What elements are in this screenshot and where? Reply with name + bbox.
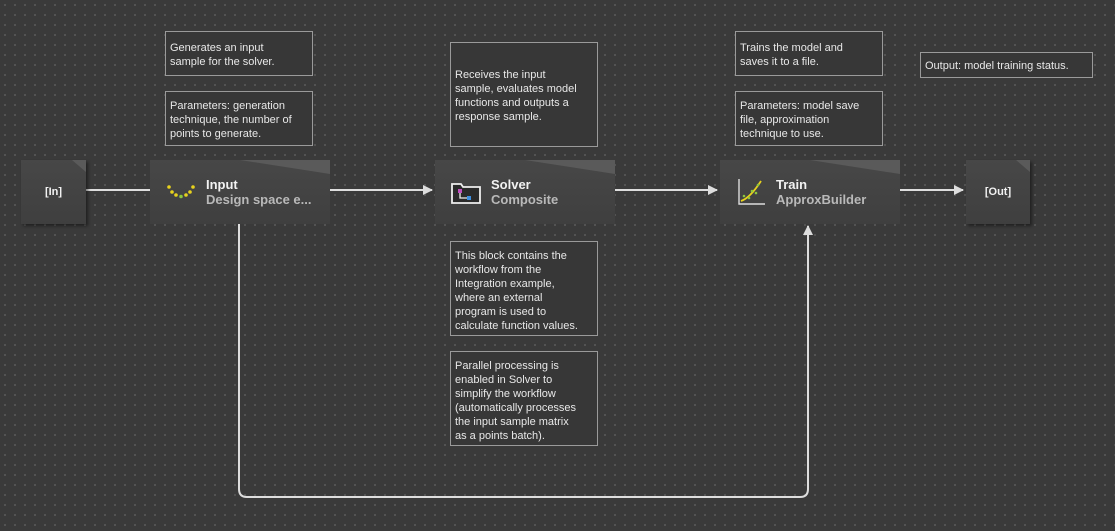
note-train-description[interactable]: Trains the model and saves it to a file. (735, 31, 883, 76)
composite-folder-icon (449, 176, 483, 208)
train-block-subtitle: ApproxBuilder (776, 192, 867, 207)
input-port-label: [In] (44, 186, 63, 198)
solver-block-title: Solver (491, 177, 531, 192)
train-block-title: Train (776, 177, 808, 192)
input-block[interactable]: Input Design space e... (150, 160, 330, 224)
scatter-fit-icon (734, 176, 768, 208)
note-solver-contents[interactable]: This block contains the workflow from th… (450, 241, 598, 336)
train-block[interactable]: Train ApproxBuilder (720, 160, 900, 224)
input-port-block[interactable]: [In] (21, 160, 86, 224)
note-output-description[interactable]: Output: model training status. (920, 52, 1093, 78)
note-train-parameters[interactable]: Parameters: model save file, approximati… (735, 91, 883, 146)
note-solver-description[interactable]: Receives the input sample, evaluates mod… (450, 42, 598, 147)
link-input-to-train[interactable] (238, 224, 813, 498)
input-block-subtitle: Design space e... (206, 192, 312, 207)
output-port-block[interactable]: [Out] (966, 160, 1030, 224)
output-port-label: [Out] (984, 186, 1012, 198)
dotted-arc-icon (164, 176, 198, 208)
solver-block[interactable]: Solver Composite (435, 160, 615, 224)
input-block-title: Input (206, 177, 238, 192)
solver-block-subtitle: Composite (491, 192, 559, 207)
note-solver-parallel[interactable]: Parallel processing is enabled in Solver… (450, 351, 598, 446)
note-input-description[interactable]: Generates an input sample for the solver… (165, 31, 313, 76)
note-input-parameters[interactable]: Parameters: generation technique, the nu… (165, 91, 313, 146)
